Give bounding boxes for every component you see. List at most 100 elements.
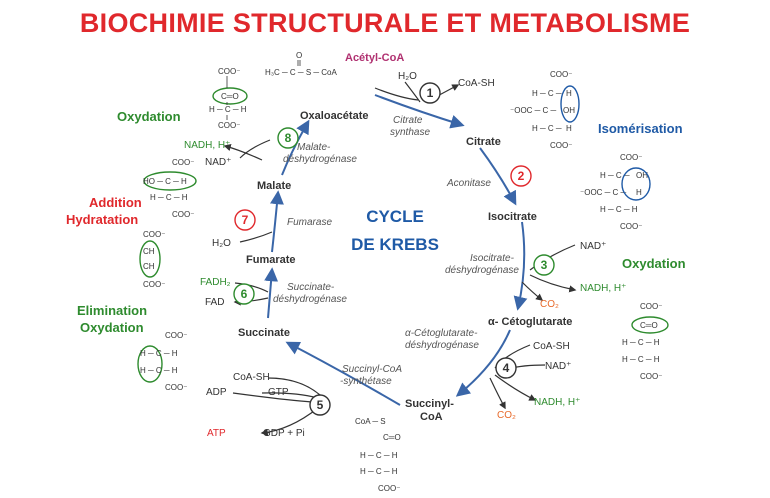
- svg-text:COO⁻: COO⁻: [165, 383, 187, 392]
- step-number-4: 4: [503, 361, 510, 375]
- svg-text:H ─ C ─ H: H ─ C ─ H: [140, 349, 178, 358]
- cofactors: H₂O CoA-SH NAD⁺ NADH, H⁺ CO₂ CoA-SH NAD⁺…: [184, 71, 626, 439]
- enzyme-akgdh-1: α-Cétoglutarate-: [405, 328, 478, 339]
- cofactor-fadh2-6: FADH₂: [200, 277, 231, 288]
- svg-text:H ─ C ─ H: H ─ C ─ H: [600, 205, 638, 214]
- enzymes: Citrate synthase Aconitase Isocitrate- d…: [273, 115, 519, 387]
- acetyl-coa-label: Acétyl-CoA: [345, 52, 404, 64]
- svg-text:COO⁻: COO⁻: [550, 70, 572, 79]
- metabolites: Acétyl-CoA Oxaloacétate Citrate Isocitra…: [238, 52, 572, 423]
- svg-text:H ─ C ─: H ─ C ─: [532, 124, 562, 133]
- step-number-2: 2: [518, 169, 525, 183]
- annotation-addition: Addition: [89, 195, 142, 210]
- enzyme-sdh-2: déshydrogénase: [273, 294, 347, 305]
- enzyme-scs-2: -synthétase: [340, 376, 392, 387]
- cofactor-nadh-4: NADH, H⁺: [534, 397, 580, 408]
- svg-text:CH: CH: [143, 247, 155, 256]
- svg-text:⁻OOC ─ C ─: ⁻OOC ─ C ─: [510, 106, 557, 115]
- svg-text:H: H: [636, 188, 642, 197]
- annotation-elimination: Elimination: [77, 303, 147, 318]
- cofactor-coash-4: CoA-SH: [533, 341, 570, 352]
- svg-text:⁻OOC ─ C ─: ⁻OOC ─ C ─: [580, 188, 627, 197]
- svg-text:COO⁻: COO⁻: [640, 372, 662, 381]
- succinate-label: Succinate: [238, 327, 290, 339]
- isocitrate-label: Isocitrate: [488, 211, 537, 223]
- annotation-isomerisation: Isomérisation: [598, 121, 683, 136]
- svg-text:COO⁻: COO⁻: [218, 67, 240, 76]
- cofactor-fad-6: FAD: [205, 297, 224, 308]
- cofactor-coash-1: CoA-SH: [458, 78, 495, 89]
- svg-text:H₃C ─ C ─ S ─ CoA: H₃C ─ C ─ S ─ CoA: [265, 68, 337, 77]
- arrow-step-2: [479, 147, 517, 206]
- annotation-oxydation-left: Oxydation: [80, 320, 144, 335]
- enzyme-mdh-2: déshydrogénase: [283, 154, 357, 165]
- structure-fumarate: COO⁻ CH CH COO⁻: [139, 230, 165, 289]
- structure-malate: COO⁻ HO ─ C ─ H H ─ C ─ H COO⁻: [143, 158, 197, 219]
- page-title: BIOCHIMIE STRUCTURALE ET METABOLISME: [79, 8, 691, 38]
- cofactor-gdp-5: GDP + Pi: [263, 428, 305, 439]
- step-number-7: 7: [242, 213, 249, 227]
- cofactor-h2o-7: H₂O: [212, 238, 231, 249]
- svg-text:COO⁻: COO⁻: [218, 121, 240, 130]
- cofactor-nadh-8: NADH, H⁺: [184, 140, 230, 151]
- structure-ketoglutarate: COO⁻ C═O H ─ C ─ H H ─ C ─ H COO⁻: [622, 302, 669, 381]
- svg-text:H ─ C ─ H: H ─ C ─ H: [622, 338, 660, 347]
- annotation-oxydation-right: Oxydation: [622, 256, 686, 271]
- svg-text:H ─ C ─ H: H ─ C ─ H: [622, 355, 660, 364]
- step-number-6: 6: [241, 287, 248, 301]
- step-number-1: 1: [427, 86, 434, 100]
- enzyme-idh-1: Isocitrate-: [470, 253, 515, 264]
- enzyme-fumarase: Fumarase: [287, 217, 332, 228]
- svg-text:H ─ C ─: H ─ C ─: [600, 171, 630, 180]
- step-number-3: 3: [541, 258, 548, 272]
- enzyme-sdh-1: Succinate-: [287, 282, 335, 293]
- enzyme-citrate-synthase-1: Citrate: [393, 115, 423, 126]
- citrate-label: Citrate: [466, 136, 501, 148]
- svg-text:CH: CH: [143, 262, 155, 271]
- succinyl-coa-label-2: CoA: [420, 411, 443, 423]
- cofactor-nad-3: NAD⁺: [580, 241, 606, 252]
- svg-text:HO ─ C ─ H: HO ─ C ─ H: [143, 177, 187, 186]
- step-number-8: 8: [285, 131, 292, 145]
- cofactor-coash-5: CoA-SH: [233, 372, 270, 383]
- step-number-5: 5: [317, 398, 324, 412]
- cycle-arrows: [264, 94, 528, 406]
- cofactor-co2-3: CO₂: [540, 299, 559, 310]
- fumarate-label: Fumarate: [246, 254, 296, 266]
- arrow-step-3: [513, 221, 528, 311]
- svg-text:COO⁻: COO⁻: [172, 158, 194, 167]
- svg-text:COO⁻: COO⁻: [143, 280, 165, 289]
- svg-text:COO⁻: COO⁻: [378, 484, 400, 493]
- svg-text:H ─ C ─ H: H ─ C ─ H: [150, 193, 188, 202]
- cofactor-nadh-3: NADH, H⁺: [580, 283, 626, 294]
- annotation-hydratation: Hydratation: [66, 212, 138, 227]
- structure-citrate: COO⁻ H ─ C ─ H ⁻OOC ─ C ─ OH H ─ C ─ H C…: [510, 70, 580, 150]
- enzyme-aconitase: Aconitase: [446, 178, 491, 189]
- svg-text:OH: OH: [563, 106, 575, 115]
- malate-label: Malate: [257, 180, 291, 192]
- enzyme-akgdh-2: déshydrogénase: [405, 340, 479, 351]
- cofactor-co2-4: CO₂: [497, 410, 516, 421]
- svg-text:H ─ C ─: H ─ C ─: [532, 89, 562, 98]
- svg-text:C═O: C═O: [383, 433, 401, 442]
- svg-text:COO⁻: COO⁻: [640, 302, 662, 311]
- cofactor-adp-5: ADP: [206, 387, 227, 398]
- succinyl-coa-label-1: Succinyl-: [405, 398, 454, 410]
- svg-text:O: O: [296, 51, 302, 60]
- structure-isocitrate: COO⁻ H ─ C ─ OH ⁻OOC ─ C ─ H H ─ C ─ H C…: [580, 153, 651, 231]
- svg-text:COO⁻: COO⁻: [550, 141, 572, 150]
- cofactor-nad-4: NAD⁺: [545, 361, 571, 372]
- cofactor-gtp-5: GTP: [268, 387, 289, 398]
- structure-succinyl-coa: CoA ─ S C═O H ─ C ─ H H ─ C ─ H COO⁻: [355, 417, 401, 493]
- structure-acetyl-coa: O H₃C ─ C ─ S ─ CoA: [265, 51, 337, 77]
- structure-succinate: COO⁻ H ─ C ─ H H ─ C ─ H COO⁻: [137, 331, 187, 392]
- svg-text:CoA ─ S: CoA ─ S: [355, 417, 386, 426]
- ketoglutarate-label: α- Cétoglutarate: [488, 316, 572, 328]
- svg-text:H ─ C ─ H: H ─ C ─ H: [140, 366, 178, 375]
- center-label-line1: CYCLE: [366, 207, 424, 226]
- svg-text:COO⁻: COO⁻: [620, 153, 642, 162]
- enzyme-scs-1: Succinyl-CoA: [342, 364, 402, 375]
- enzyme-mdh-1: Malate-: [297, 142, 331, 153]
- svg-text:COO⁻: COO⁻: [165, 331, 187, 340]
